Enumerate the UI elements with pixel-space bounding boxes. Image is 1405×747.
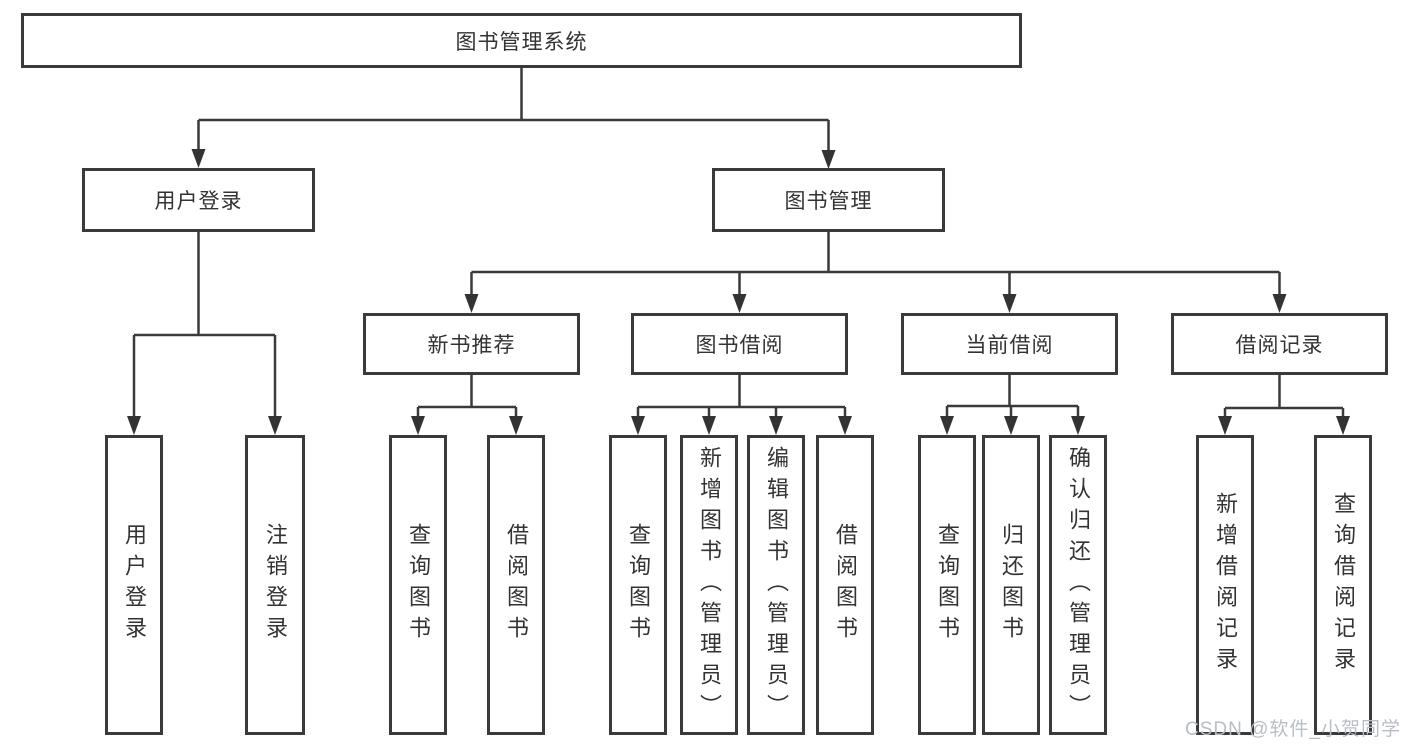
leaf-label: 新增图书（管理员）: [697, 445, 722, 725]
leaf-query-borrow-record: 查询借阅记录: [1314, 435, 1372, 735]
leaf-label: 新增借阅记录: [1213, 492, 1238, 678]
node-label: 用户登录: [154, 190, 243, 213]
leaf-return-books: 归还图书: [982, 435, 1040, 735]
node-book-management: 图书管理: [712, 168, 945, 232]
csdn-watermark: CSDN @软件_小贺同学: [1185, 719, 1401, 740]
leaf-query-books-current: 查询图书: [918, 435, 976, 735]
node-label: 借阅记录: [1235, 334, 1324, 357]
leaf-label: 归还图书: [999, 523, 1024, 647]
leaf-add-borrow-record: 新增借阅记录: [1196, 435, 1254, 735]
leaf-add-books-admin: 新增图书（管理员）: [680, 435, 738, 735]
leaf-label: 注销登录: [263, 523, 288, 647]
node-borrowing-records: 借阅记录: [1171, 313, 1388, 375]
node-library-management-system: 图书管理系统: [21, 13, 1022, 68]
leaf-query-books-recommend: 查询图书: [389, 435, 447, 735]
node-label: 图书管理系统: [455, 30, 588, 54]
leaf-label: 用户登录: [122, 523, 147, 647]
leaf-label: 借阅图书: [504, 523, 529, 647]
node-book-borrowing: 图书借阅: [631, 313, 848, 375]
leaf-label: 借阅图书: [833, 523, 858, 647]
leaf-label: 确认归还（管理员）: [1066, 445, 1091, 725]
node-label: 新书推荐: [427, 334, 516, 357]
node-current-borrowing: 当前借阅: [901, 313, 1118, 375]
leaf-borrow-books-borrowing: 借阅图书: [816, 435, 874, 735]
leaf-confirm-return-admin: 确认归还（管理员）: [1049, 435, 1107, 735]
leaf-logout: 注销登录: [245, 435, 305, 735]
node-label: 当前借阅: [965, 334, 1054, 357]
node-user-login: 用户登录: [82, 168, 315, 232]
leaf-borrow-books-recommend: 借阅图书: [487, 435, 545, 735]
leaf-label: 查询图书: [935, 523, 960, 647]
leaf-query-books-borrowing: 查询图书: [609, 435, 667, 735]
leaf-label: 查询图书: [406, 523, 431, 647]
leaf-label: 查询借阅记录: [1331, 492, 1356, 678]
node-label: 图书管理: [784, 190, 873, 213]
leaf-edit-books-admin: 编辑图书（管理员）: [747, 435, 805, 735]
leaf-label: 编辑图书（管理员）: [764, 445, 789, 725]
leaf-label: 查询图书: [626, 523, 651, 647]
node-label: 图书借阅: [695, 334, 784, 357]
node-new-book-recommendation: 新书推荐: [363, 313, 580, 375]
leaf-user-login: 用户登录: [105, 435, 163, 735]
